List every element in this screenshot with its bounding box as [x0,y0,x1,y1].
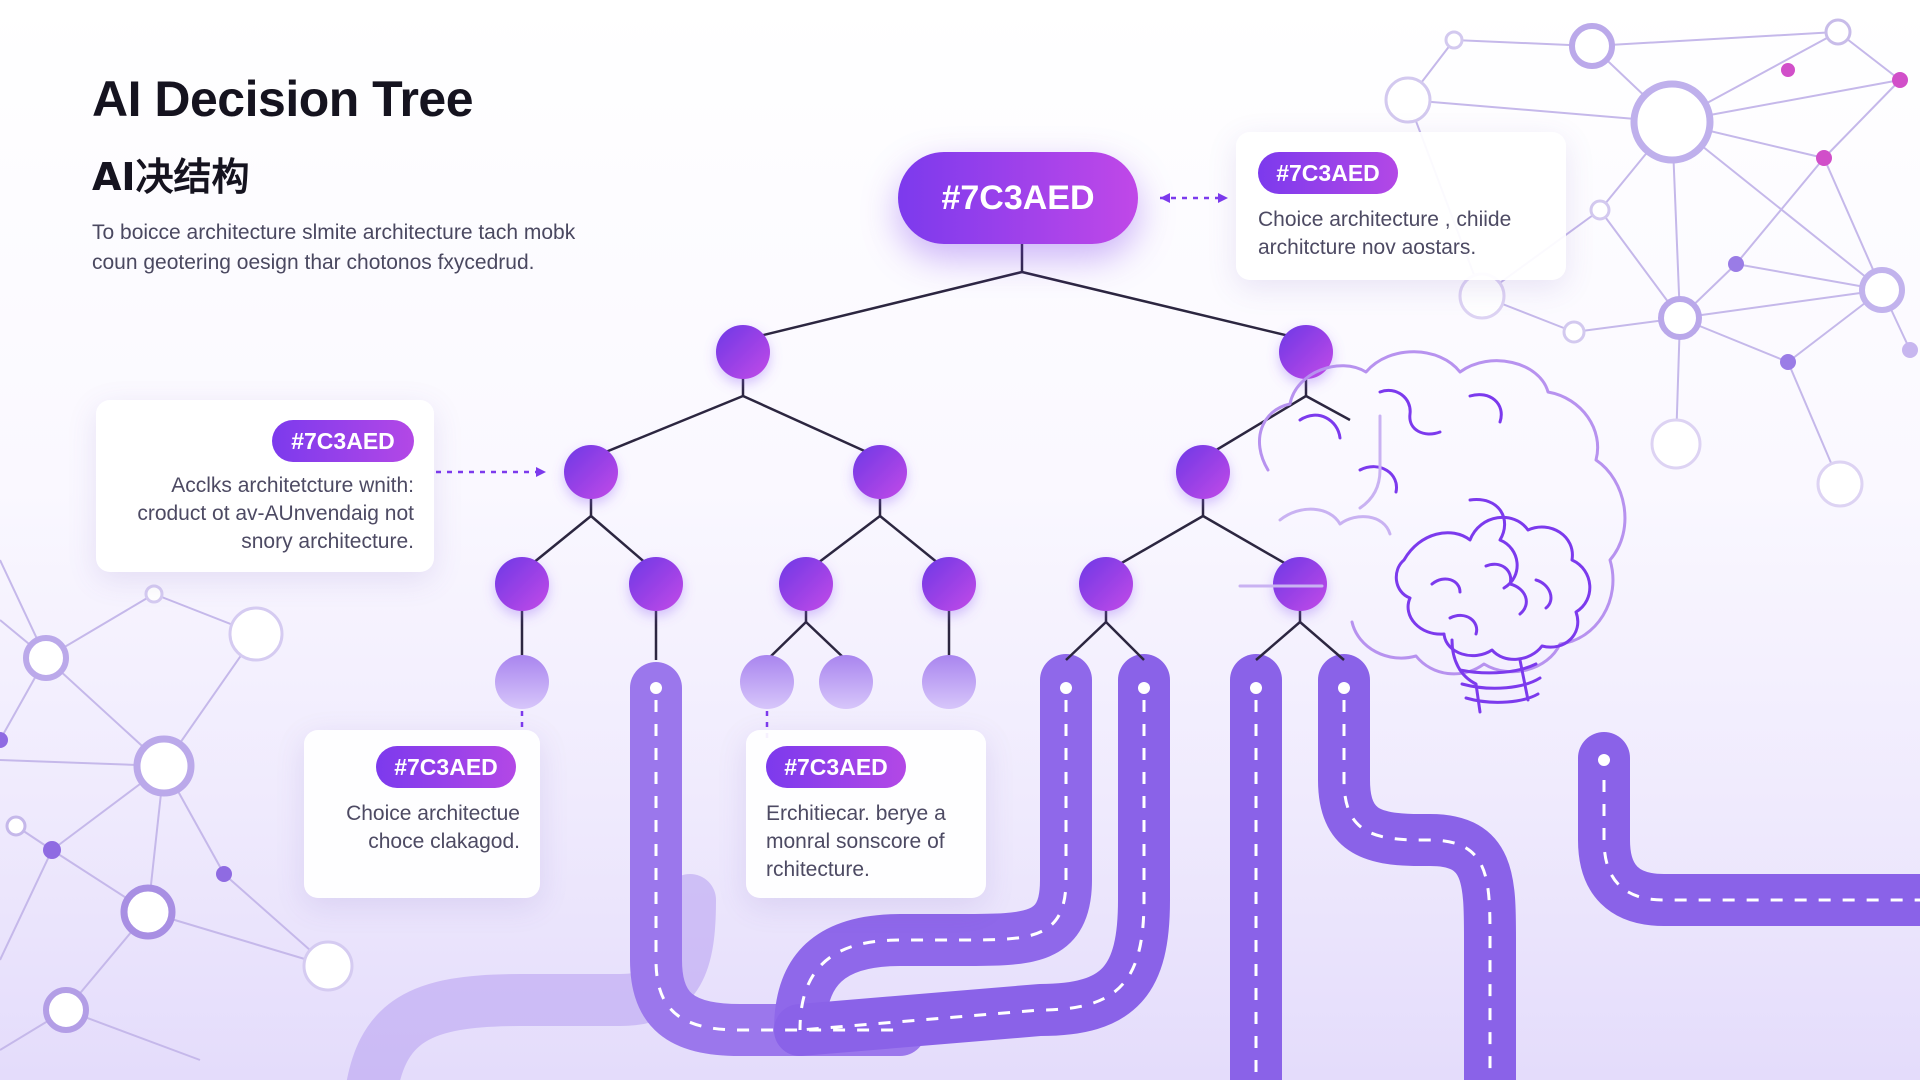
leaf-node [495,655,549,709]
decision-node [922,557,976,611]
card-tag: #7C3AED [766,746,906,788]
decision-node [629,557,683,611]
card-line: rchitecture. [766,858,870,881]
tree-nodes [495,325,1333,611]
card-line: monral sonscore of [766,830,945,853]
card-line: Acclks architetcture wnith: [171,474,414,497]
card-line: snory architecture. [241,530,414,553]
connector-arrowheads [536,193,1228,477]
intro-line: coun geotering oesign thar chotonos fxyc… [92,251,535,274]
decision-node [564,445,618,499]
decision-node [1273,557,1327,611]
decision-node [1079,557,1133,611]
leaf-node [819,655,873,709]
root-node-pill: #7C3AED [898,152,1138,244]
card-tag: #7C3AED [376,746,516,788]
card-line: Choice architecture , chiide [1258,208,1512,231]
decision-node [716,325,770,379]
decision-node [495,557,549,611]
card-line: choce clakagod. [368,830,520,853]
connector-arrows [436,196,1222,740]
card-text: Erchitiecar. berye a monral sonscore of … [766,800,946,884]
card-text: Choice architectue choce clakagod. [346,800,520,856]
decision-node [853,445,907,499]
card-tag: #7C3AED [1258,152,1398,194]
neural-network-nodes-top-right [1384,18,1918,508]
info-card-bottom-center: #7C3AED Erchitiecar. berye a monral sons… [746,730,986,898]
neural-network-nodes-bottom-left [0,584,354,1033]
info-card-bottom-left: #7C3AED Choice architectue choce clakago… [304,730,540,898]
intro-text: To boicce architecture slmite architectu… [92,218,692,278]
leaf-nodes [495,655,976,709]
intro-line: To boicce architecture slmite architectu… [92,221,576,244]
brain-icon [1238,350,1627,714]
card-tag: #7C3AED [272,420,414,462]
card-line: croduct ot av-AUnvendaig not [137,502,414,525]
card-line: Erchitiecar. berye a [766,802,946,825]
road-start-dots [650,682,1610,766]
card-line: architcture nov aostars. [1258,236,1477,259]
info-card-top-right: #7C3AED Choice architecture , chiide arc… [1236,132,1566,280]
road-center-dashes [654,700,1920,1080]
card-text: Acclks architetcture wnith: croduct ot a… [137,472,414,556]
card-line: Choice architectue [346,802,520,825]
page-title: AI Decision Tree [92,71,474,127]
decision-node [779,557,833,611]
decision-node [1279,325,1333,379]
card-text: Choice architecture , chiide architcture… [1258,206,1511,262]
leaf-node [922,655,976,709]
page-subtitle: AI决结构 [92,155,250,199]
leaf-node [740,655,794,709]
info-card-left: #7C3AED Acclks architetcture wnith: crod… [96,400,434,572]
decision-node [1176,445,1230,499]
